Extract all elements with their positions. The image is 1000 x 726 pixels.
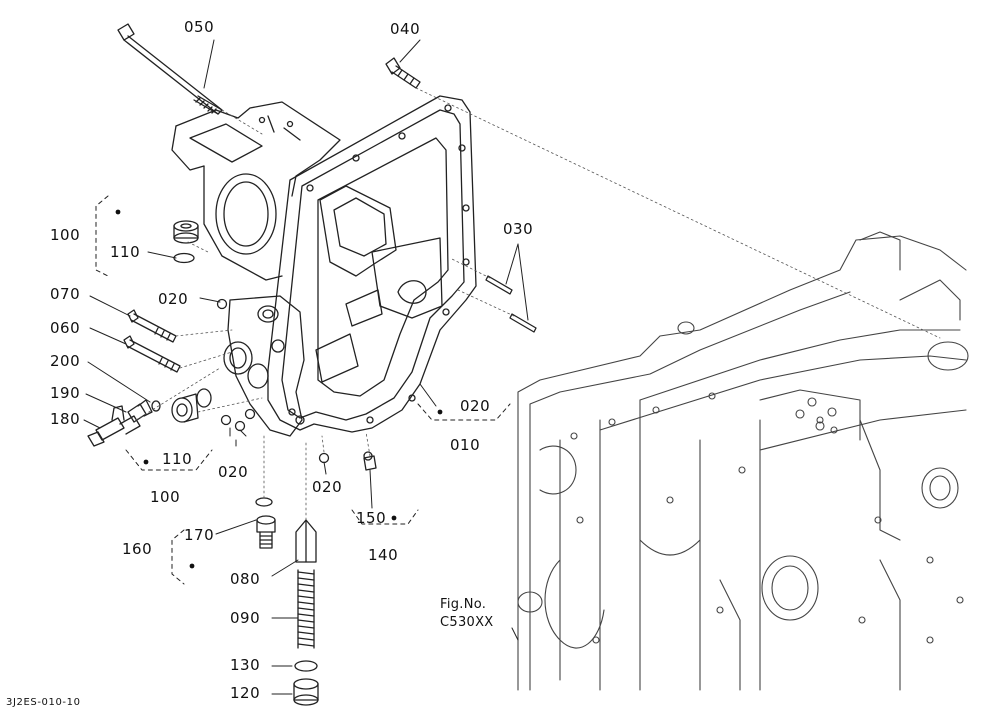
callout-020-cluster: 020 [218, 463, 249, 481]
callout-180: 180 [50, 410, 81, 428]
plug-100-top-icon [173, 220, 199, 264]
plug-120-icon [293, 678, 319, 706]
bolt-060-icon [123, 335, 181, 373]
callout-080: 080 [230, 570, 261, 588]
o-ring-170-icon [255, 497, 273, 507]
callout-070: 070 [50, 285, 81, 303]
callout-200: 200 [50, 352, 81, 370]
callout-100-top: 100 [50, 226, 81, 244]
o-ring-020-icon [216, 298, 373, 464]
bolt-050-icon [117, 23, 223, 115]
callout-090: 090 [230, 609, 261, 627]
assembly-lines-icon [135, 87, 941, 521]
housing-inner-icon [315, 185, 443, 383]
pin-030-icon [485, 275, 537, 333]
callout-020-bottom: 020 [312, 478, 343, 496]
o-ring-130-icon [294, 660, 318, 672]
figure-ref-line2: C530XX [440, 615, 494, 630]
callout-140: 140 [368, 546, 399, 564]
callout-170: 170 [184, 526, 215, 544]
callout-030: 030 [503, 220, 534, 238]
callout-040: 040 [390, 20, 421, 38]
callout-130: 130 [230, 656, 261, 674]
callout-160: 160 [122, 540, 153, 558]
housing-010-icon [267, 95, 477, 433]
callout-020-top: 020 [158, 290, 189, 308]
transmission-case-icon [517, 231, 969, 691]
valve-block-icon [223, 295, 305, 437]
housing-body-icon [171, 101, 341, 281]
leader-lines-icon [83, 39, 529, 695]
callout-120: 120 [230, 684, 261, 702]
callout-060: 060 [50, 319, 81, 337]
plug-160-icon [256, 515, 276, 549]
figure-ref-line1: Fig.No. [440, 597, 487, 612]
drawing-code: 3J2ES-010-10 [6, 697, 81, 708]
spring-090-icon [297, 569, 315, 649]
plug-150-icon [363, 455, 377, 471]
bolt-070-icon [127, 309, 177, 343]
callout-190: 190 [50, 384, 81, 402]
callout-150: 150 [356, 509, 387, 527]
o-ring-200-icon [151, 400, 161, 412]
callout-100-side: 100 [150, 488, 181, 506]
callout-110-top: 110 [110, 243, 141, 261]
callout-020-right: 020 [460, 397, 491, 415]
bolt-040-icon [385, 57, 421, 89]
elbow-fitting-180-icon [87, 405, 141, 447]
plunger-080-icon [295, 519, 317, 563]
callout-110-side: 110 [162, 450, 193, 468]
bracket-dots-icon [115, 209, 443, 569]
callout-010: 010 [450, 436, 481, 454]
group-brackets-icon [95, 195, 511, 585]
callout-050: 050 [184, 18, 215, 36]
plug-100-side-icon [171, 388, 212, 423]
connector-190-icon [127, 399, 153, 423]
